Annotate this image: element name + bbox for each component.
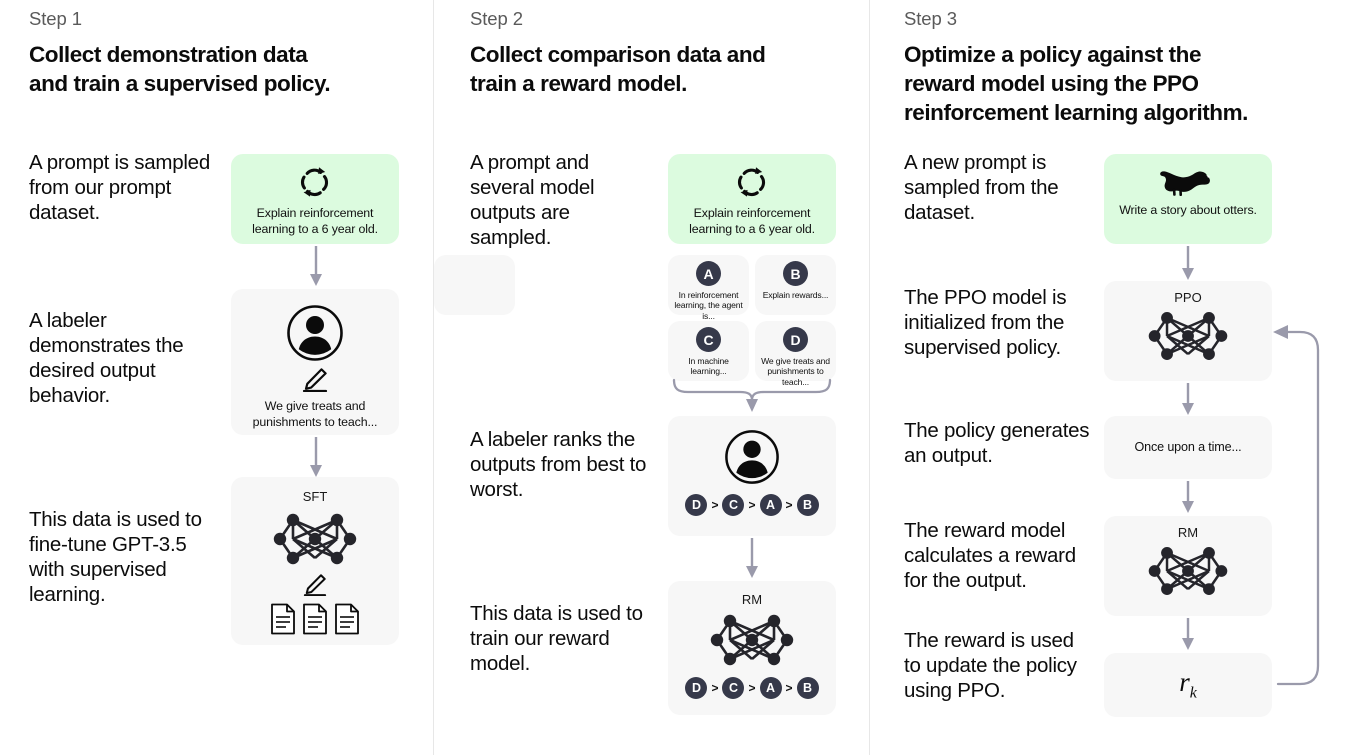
otter-icon bbox=[1160, 171, 1210, 196]
output-card-b[interactable]: B Explain rewards... bbox=[755, 255, 836, 315]
step-1-column: Step 1 Collect demonstration data and tr… bbox=[0, 0, 433, 755]
output-text-c: In machine learning... bbox=[688, 356, 729, 377]
prompt-card-step-3-text: Write a story about otters. bbox=[1119, 203, 1257, 217]
reward-value-card[interactable]: rk bbox=[1104, 653, 1272, 717]
output-card-d[interactable]: D We give treats and punishments to teac… bbox=[755, 321, 836, 387]
ppo-feedback-loop-arrow bbox=[1273, 325, 1320, 686]
labeler-person-icon bbox=[287, 305, 343, 361]
arrow-down-3-2 bbox=[1182, 383, 1194, 415]
arrow-down-1-2 bbox=[310, 437, 322, 477]
cycle-arrows-icon bbox=[737, 167, 766, 197]
output-label-a: A bbox=[696, 261, 721, 286]
arrow-down-2-1 bbox=[746, 538, 758, 578]
rank-sep-3: > bbox=[785, 498, 793, 512]
policy-output-text: Once upon a time... bbox=[1134, 439, 1242, 454]
rank-sep-2: > bbox=[748, 498, 756, 512]
neural-network-icon bbox=[710, 614, 794, 666]
rank-chip-3: A bbox=[759, 677, 782, 699]
step-2-label: Step 2 bbox=[470, 8, 523, 29]
step-3-title: Optimize a policy against the reward mod… bbox=[904, 42, 1248, 125]
output-text-d: We give treats and punishments to teach.… bbox=[761, 356, 830, 387]
document-icon bbox=[271, 603, 295, 635]
step-3-caption-3: The policy generates an output. bbox=[904, 419, 1090, 467]
labeler-card-step-1[interactable]: We give treats and punishments to teach.… bbox=[231, 289, 399, 435]
model-outputs-grid: A In reinforcement learning, the agent i… bbox=[668, 255, 836, 387]
rank-chip-4: B bbox=[796, 677, 819, 699]
ranking-row-rm: D > C > A > B bbox=[668, 677, 836, 699]
pencil-icon bbox=[303, 574, 327, 596]
documents-group bbox=[231, 603, 399, 635]
step-3-column: Step 3 Optimize a policy against the rew… bbox=[869, 0, 1366, 755]
rank-sep-1: > bbox=[711, 498, 719, 512]
labeler-person-icon bbox=[725, 430, 779, 484]
sft-card-title: SFT bbox=[302, 489, 328, 504]
rank-chip-1: D bbox=[685, 494, 708, 516]
cycle-arrowhead-bottom bbox=[303, 189, 311, 197]
cycle-arrowhead-top bbox=[318, 167, 326, 174]
step-2-column: Step 2 Collect comparison data and train… bbox=[433, 0, 869, 755]
neural-network-icon bbox=[1148, 546, 1228, 596]
rm-card-title-step-2: RM bbox=[741, 592, 763, 607]
neural-network-icon bbox=[273, 513, 357, 565]
document-icon bbox=[303, 603, 327, 635]
reward-formula-subscript: k bbox=[1189, 684, 1197, 702]
step-1-label: Step 1 bbox=[29, 8, 82, 29]
output-label-b: B bbox=[783, 261, 808, 286]
ppo-card-title: PPO bbox=[1174, 290, 1202, 305]
rank-chip-2: C bbox=[722, 677, 745, 699]
rank-chip-2: C bbox=[722, 494, 745, 516]
rank-chip-4: B bbox=[796, 494, 819, 516]
output-text-a: In reinforcement learning, the agent is.… bbox=[674, 290, 743, 321]
step-3-caption-2: The PPO model is initialized from the su… bbox=[904, 286, 1067, 359]
step-2-caption-3: This data is used to train our reward mo… bbox=[470, 602, 643, 675]
prompt-card-step-2[interactable]: Explain reinforcement learning to a 6 ye… bbox=[668, 154, 836, 244]
arrow-down-1-1 bbox=[310, 246, 322, 286]
arrow-down-3-4 bbox=[1182, 618, 1194, 650]
step-3-caption-4: The reward model calculates a reward for… bbox=[904, 519, 1076, 592]
rank-sep-3: > bbox=[785, 681, 793, 695]
cycle-arrows-icon bbox=[300, 167, 329, 197]
step-1-caption-1: A prompt is sampled from our prompt data… bbox=[29, 151, 210, 224]
ranking-row: D > C > A > B bbox=[668, 494, 836, 516]
prompt-card-step-3[interactable]: Write a story about otters. bbox=[1104, 154, 1272, 244]
prompt-card-step-1-text: Explain reinforcement learning to a 6 ye… bbox=[252, 206, 378, 236]
labeler-ranking-card[interactable]: D > C > A > B bbox=[668, 416, 836, 536]
neural-network-icon bbox=[1148, 311, 1228, 361]
step-2-caption-1: A prompt and several model outputs are s… bbox=[470, 151, 595, 249]
rm-card-title-step-3: RM bbox=[1177, 525, 1199, 540]
step-2-title: Collect comparison data and train a rewa… bbox=[470, 42, 766, 96]
output-text-b: Explain rewards... bbox=[762, 290, 829, 300]
merge-brace-arrow bbox=[672, 378, 832, 412]
reward-formula: rk bbox=[1179, 667, 1197, 702]
step-1-caption-3: This data is used to fine-tune GPT-3.5 w… bbox=[29, 508, 202, 606]
rank-chip-1: D bbox=[685, 677, 708, 699]
prompt-card-step-2-text: Explain reinforcement learning to a 6 ye… bbox=[689, 206, 815, 236]
labeler-card-step-1-text: We give treats and punishments to teach.… bbox=[252, 399, 378, 429]
output-label-c: C bbox=[696, 327, 721, 352]
step-3-caption-5: The reward is used to update the policy … bbox=[904, 629, 1077, 702]
output-label-d: D bbox=[783, 327, 808, 352]
policy-output-card[interactable]: Once upon a time... bbox=[1104, 416, 1272, 479]
rank-sep-1: > bbox=[711, 681, 719, 695]
ppo-model-card[interactable]: PPO bbox=[1104, 281, 1272, 381]
output-card-a[interactable]: A In reinforcement learning, the agent i… bbox=[668, 255, 749, 321]
step-1-title: Collect demonstration data and train a s… bbox=[29, 42, 331, 96]
output-card-a[interactable] bbox=[434, 255, 515, 315]
step-2-caption-2: A labeler ranks the outputs from best to… bbox=[470, 428, 647, 501]
reward-model-card-step-3[interactable]: RM bbox=[1104, 516, 1272, 616]
step-1-caption-2: A labeler demonstrates the desired outpu… bbox=[29, 309, 184, 407]
rank-chip-3: A bbox=[759, 494, 782, 516]
arrow-down-3-3 bbox=[1182, 481, 1194, 513]
document-icon bbox=[335, 603, 359, 635]
arrow-down-3-1 bbox=[1182, 246, 1194, 280]
sft-model-card[interactable]: SFT bbox=[231, 477, 399, 645]
pencil-icon bbox=[302, 368, 328, 392]
output-card-c[interactable]: C In machine learning... bbox=[668, 321, 749, 381]
prompt-card-step-1[interactable]: Explain reinforcement learning to a 6 ye… bbox=[231, 154, 399, 244]
reward-model-card-step-2[interactable]: RM bbox=[668, 581, 836, 715]
step-3-caption-1: A new prompt is sampled from the dataset… bbox=[904, 151, 1059, 224]
rank-sep-2: > bbox=[748, 681, 756, 695]
reward-formula-symbol: r bbox=[1179, 667, 1190, 698]
step-3-label: Step 3 bbox=[904, 8, 957, 29]
